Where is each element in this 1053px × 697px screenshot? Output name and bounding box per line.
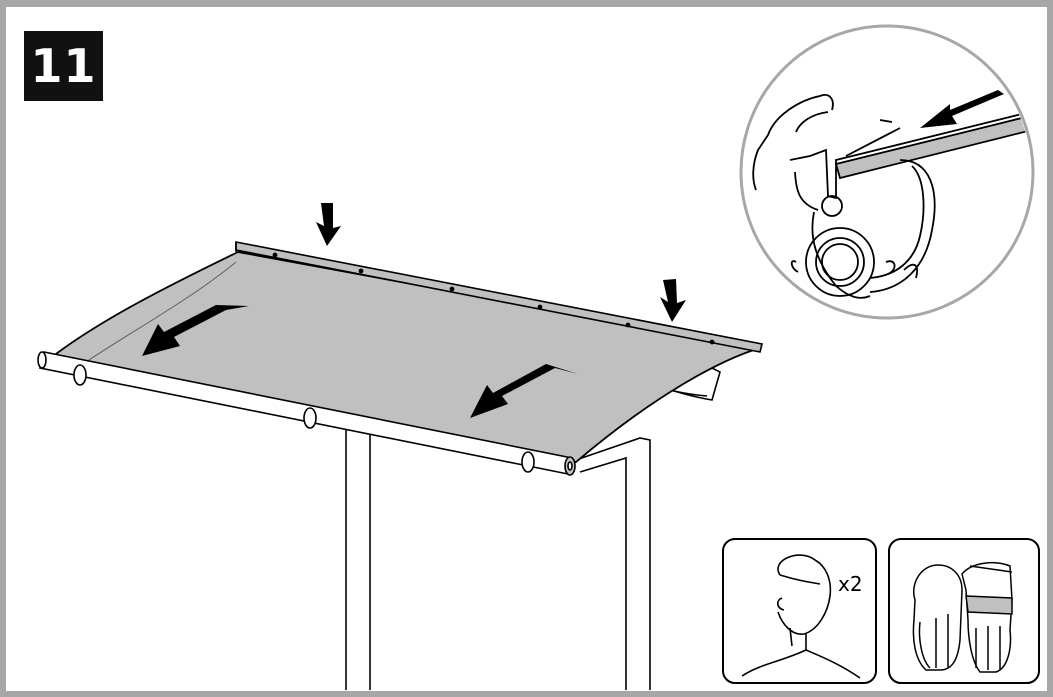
gloves-icon — [912, 561, 1013, 673]
slide-arrow-left — [142, 305, 249, 356]
insert-arrow — [920, 90, 1004, 128]
wall-profile — [235, 241, 763, 353]
down-arrow-right — [660, 279, 686, 322]
down-arrow-left — [316, 203, 341, 246]
detail-magnifier — [739, 24, 1035, 320]
slide-arrow-right — [470, 364, 578, 418]
person-icon — [741, 554, 861, 679]
people-count: x2 — [838, 572, 863, 596]
people-panel — [722, 538, 877, 684]
gloves-panel — [888, 538, 1040, 684]
front-tube — [37, 351, 576, 476]
step-number-badge: 11 — [24, 31, 103, 101]
door-frame — [345, 428, 651, 690]
